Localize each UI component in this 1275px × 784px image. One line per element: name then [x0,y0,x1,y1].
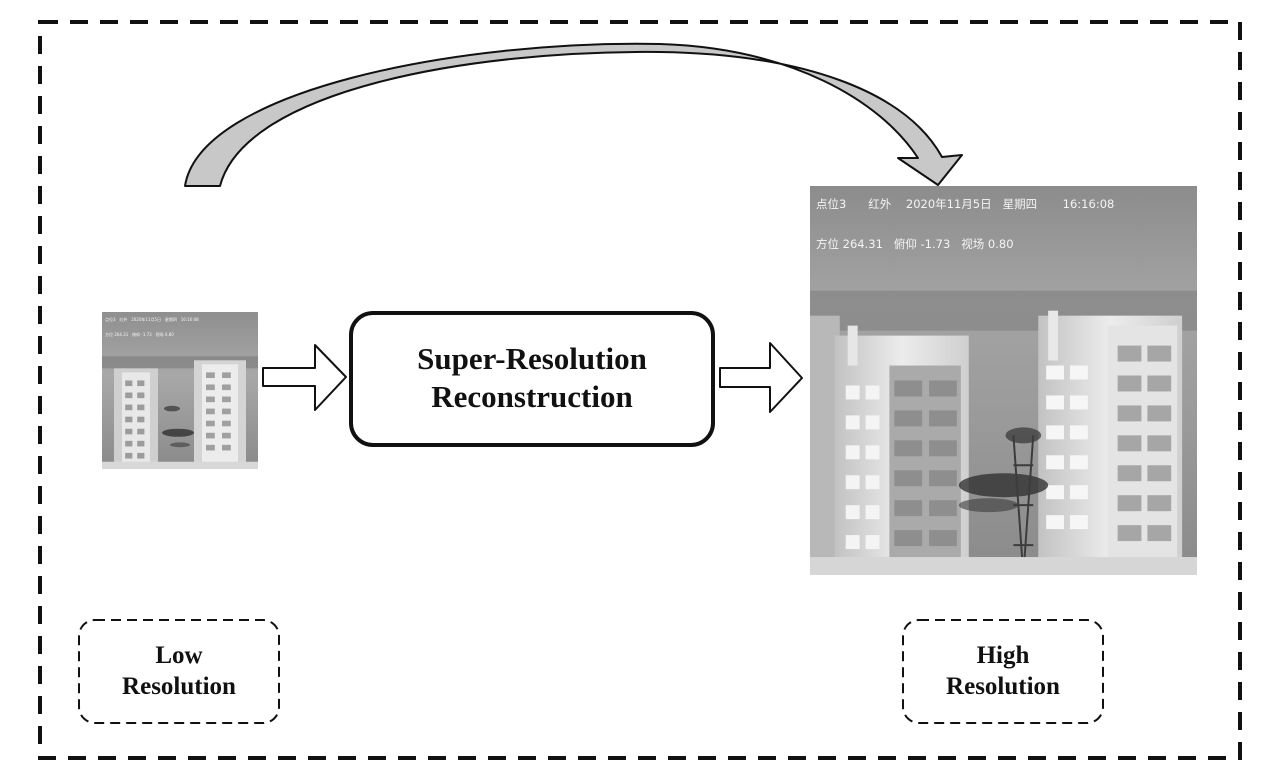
low-res-overlay-row2: 方位 264.31 俯仰 -1.73 视场 0.80 [105,332,174,337]
process-title-line2: Reconstruction [431,378,633,414]
high-label-line2: Resolution [946,672,1060,700]
low-resolution-thermal-image: 点位3 红外 2020年11月5日 星期四 16:16:08 方位 264.31… [102,312,258,469]
hollow-arrow-left [262,344,347,411]
high-res-overlay-row1: 点位3 红外 2020年11月5日 星期四 16:16:08 [816,197,1115,211]
process-title: Super-Resolution Reconstruction [351,340,713,416]
outer-dashed-border [38,20,1242,760]
hollow-arrow-right [719,342,803,413]
high-resolution-thermal-image: 点位3 红外 2020年11月5日 星期四 16:16:08 方位 264.31… [810,186,1197,575]
curved-arrow [184,42,963,187]
high-res-scene [810,186,1197,575]
process-title-line1: Super-Resolution [417,341,647,376]
low-res-scene [102,312,258,469]
low-resolution-label: Low Resolution [79,641,279,702]
process-box [349,311,715,447]
high-res-overlay-row2: 方位 264.31 俯仰 -1.73 视场 0.80 [816,237,1014,251]
low-label-line2: Resolution [122,672,236,700]
low-res-overlay-row1: 点位3 红外 2020年11月5日 星期四 16:16:08 [105,317,199,322]
high-resolution-label: High Resolution [903,641,1103,702]
low-label-line1: Low [155,642,203,669]
high-label-line1: High [976,642,1030,669]
low-label-box [78,619,280,724]
high-label-box [902,619,1104,724]
